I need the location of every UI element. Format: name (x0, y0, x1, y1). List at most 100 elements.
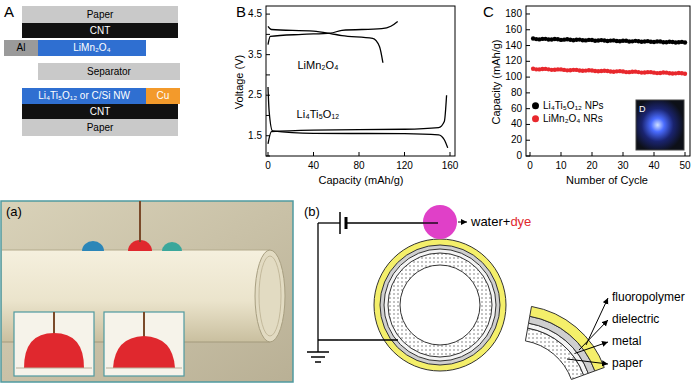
battery-symbol (340, 212, 346, 234)
layer-zoom (525, 306, 604, 379)
circuit-wire (317, 223, 318, 352)
tick-mark (526, 124, 530, 125)
tick-label: 180 (505, 8, 522, 20)
photo-panel (1, 201, 293, 382)
tick-mark (266, 34, 270, 35)
tick-label: 160 (505, 24, 522, 36)
photo-panel (53, 312, 55, 334)
circuit-wire (318, 339, 398, 340)
plot-frame (526, 6, 690, 156)
legend-text: LiMn₂O₄ NRs (543, 113, 603, 125)
layer-name: Cu (157, 91, 170, 101)
tick-label: 0 (516, 150, 522, 162)
tick-mark (623, 152, 624, 156)
layer-name: Li₄Ti₅O₁₂ or C/Si NW (38, 91, 130, 101)
tick-label: 0 (265, 160, 271, 172)
data-point (683, 72, 687, 76)
tick-mark (526, 29, 530, 30)
battery-symbol (339, 212, 341, 234)
panel-letter: C (483, 3, 494, 20)
circuit-wire (318, 222, 340, 223)
layer-label: paper (612, 357, 643, 371)
tick-mark (561, 152, 562, 156)
tick-mark (526, 13, 530, 14)
layer-box: Paper (22, 6, 178, 23)
tick-label: 10 (555, 160, 566, 172)
ring-device (400, 265, 480, 345)
tick-label: 80 (511, 87, 522, 99)
circuit-wire (318, 223, 436, 352)
photo-panel (82, 241, 104, 251)
callout-label: dye (510, 215, 531, 230)
tick-label: 120 (396, 160, 413, 172)
tick-label: 40 (308, 160, 319, 172)
leader-arrow (575, 342, 609, 354)
tick-mark (266, 54, 270, 55)
layer-box: CNT (22, 23, 178, 38)
circuit-wire (346, 222, 436, 223)
tick-label: 50 (679, 160, 690, 172)
circuit-wire (423, 222, 438, 223)
tick-mark (592, 152, 593, 156)
leader-arrow (458, 222, 467, 223)
axis-title: Voltage (V) (233, 55, 246, 109)
layer-label: dielectric (612, 313, 659, 327)
photo-panel (113, 336, 175, 368)
legend-swatch (532, 103, 539, 110)
ground-symbol (315, 361, 321, 363)
panel-letter: D (639, 104, 646, 114)
layer-band (530, 306, 605, 370)
tick-label: 40 (511, 119, 522, 131)
photo-panel (104, 312, 184, 376)
tick-label: 2.5 (248, 89, 262, 101)
tick-label: 60 (511, 103, 522, 115)
axis-title: Number of Cycle (566, 174, 648, 187)
layer-label: metal (612, 335, 641, 349)
tick-mark (313, 152, 314, 156)
voltage-curve (268, 87, 448, 148)
plot-frame (266, 6, 455, 156)
tick-mark (526, 77, 530, 78)
layer-name: Paper (87, 123, 114, 133)
tick-mark (530, 152, 531, 156)
tick-mark (266, 95, 270, 96)
panel-letter: (b) (304, 205, 320, 220)
leader-arrow (567, 359, 608, 364)
photo-panel (259, 256, 281, 336)
tick-mark (526, 92, 530, 93)
leader-arrow (458, 222, 608, 364)
inset-photo (636, 100, 684, 150)
panel-letter: B (236, 3, 246, 20)
photo-panel (1, 201, 293, 382)
tick-mark (266, 115, 270, 116)
tick-mark (266, 135, 270, 136)
layer-label: fluoropolymer (612, 291, 685, 305)
legend-swatch (532, 116, 539, 123)
layer-box: Cu (146, 88, 180, 104)
tick-mark (450, 152, 451, 156)
photo-panel (106, 368, 182, 369)
curve-label: LiMn₂O₄ (297, 59, 338, 72)
voltage-curve (268, 95, 447, 144)
voltage-curve (268, 26, 383, 62)
tick-label: 1.5 (248, 130, 262, 142)
tick-mark (526, 156, 530, 157)
tick-label: 100 (505, 71, 522, 83)
layer-box: Li₄Ti₅O₁₂ or C/Si NW (22, 88, 146, 104)
callout-label: water+ (471, 215, 510, 230)
tick-mark (526, 45, 530, 46)
ring-device (384, 249, 496, 361)
tick-label: 0 (527, 160, 533, 172)
layer-box: CNT (22, 104, 178, 119)
ground-symbol (307, 352, 329, 362)
layer-name: CNT (90, 26, 111, 36)
voltage-curve (268, 21, 398, 44)
photo-panel (24, 333, 84, 368)
tick-label: 80 (353, 160, 364, 172)
layer-name: Separator (87, 67, 131, 77)
photo-panel (16, 368, 92, 369)
curve-label: Li₄Ti₅O₁₂ (297, 108, 340, 121)
